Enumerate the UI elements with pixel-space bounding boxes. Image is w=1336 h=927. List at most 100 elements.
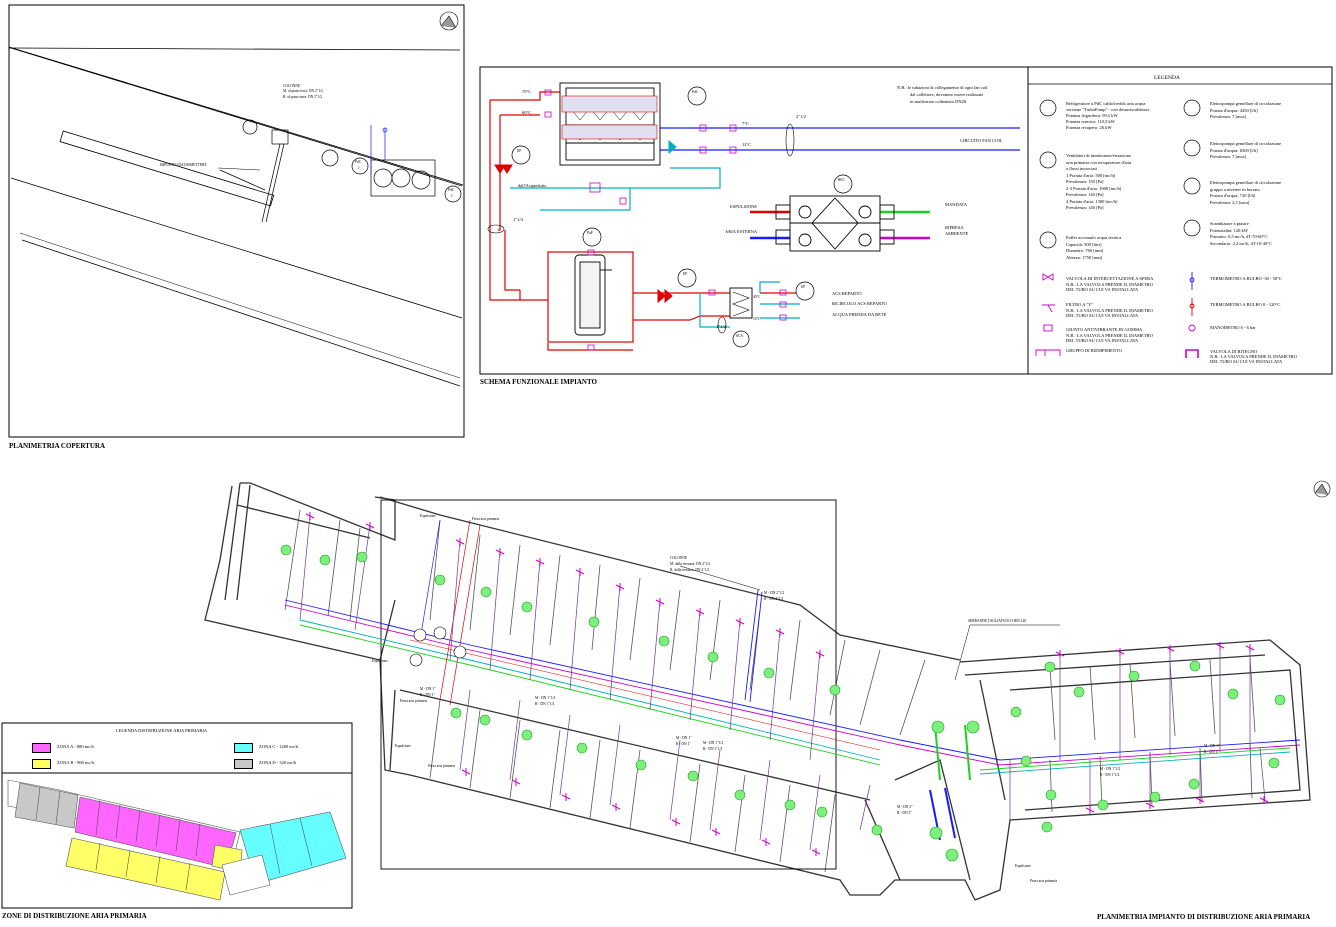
scheme-acquedotto: dall'Acquedotto [518,183,547,188]
floor-colonne-title: COLONNE [670,556,688,560]
floor-serrande: SERRANDE TAGLIAFUOCO REI 120 [968,619,1027,623]
floor-presa-aria-1: Presa aria primaria [472,517,500,521]
legend-mano-text: MANOMETRO 0 - 6 bar [1210,325,1256,330]
zones-legend-title: LEGENDA DISTRIBUZIONE ARIA PRIMARIA [116,728,208,733]
legend-fill-text: GRUPPO DI RIEMPIMENTO [1066,348,1122,353]
scheme-espulsione: ESPULSIONE [730,204,758,209]
scheme-note-1: N.B.: le tubazioni di collegamento di og… [897,85,988,90]
scheme-tag-ep2: EP [683,272,688,276]
north-compass-floor [1313,480,1331,498]
legend-title: LEGENDA [1154,75,1180,81]
legend-filter-text: FILTRO A "Y"N.B.: LA VALVOLA PRENDE IL D… [1066,302,1153,318]
legend-symbols [1028,83,1332,249]
zone-b-label: ZONA B - 960 mc/h [57,760,94,765]
floor-espulsione-2: Espulsione [372,659,388,663]
floor-m-dn5: M - DN 3" [897,805,913,809]
floor-m-dn-a: M - DN 1" [676,736,692,740]
floor-r-dn5: R - DN 3" [897,811,912,815]
zone-b-swatch [32,759,51,769]
roof-impianto-label: IMPIANTO DA DISMETTERE [160,163,207,167]
roof-colonne-title: COLONNE [283,84,301,88]
heat-exchanger [729,287,753,319]
scheme-tags [511,86,853,348]
floor-presa-aria-2: Presa aria primaria [400,699,428,703]
roof-plan-frame [8,4,465,438]
floor-r-dn4b: R - DN 1"1/2 [1100,773,1120,777]
floor-espulsione-1: Espulsione [420,514,436,518]
scheme-t10: 10°C [753,317,761,321]
legend-line-symbols [1035,272,1199,358]
floor-presa-aria-4: Presa aria primaria [1030,879,1058,883]
scheme-ripresa-1: RIPRESA [945,225,964,230]
zones-mini-plan [7,779,347,901]
floor-rd: R - DN 2"1/2 [764,597,784,601]
roof-pdc-tag: PdC [355,160,362,164]
floor-plan-detail-frame [380,499,837,870]
scheme-acqua-fredda: ACQUA FREDDA DA RETE [832,312,887,317]
legend-pdc-text: Refrigeratore a PdC caldo/freddo aria ac… [1066,101,1150,130]
zones-frame [1,722,353,909]
zone-a-swatch [32,743,51,753]
roof-pdc-num: 1 [358,166,360,170]
floor-r-dn-a: R - DN 1" [676,742,691,746]
floor-rec-tags [409,626,467,667]
floor-r-dn1: R - DN 1" [420,693,435,697]
leader-lines [217,167,1060,681]
fancoil-units [280,544,1286,862]
roof-colonne-m: M. al piano terra: DN 2"1/2 [283,89,323,93]
scheme-tag-puf: PuF [587,231,593,235]
scheme-dn212: 2"1/2 [796,114,806,119]
scheme-ricircolo: RICIRCOLO ACS REPARTO [832,301,887,306]
recuperator-unit [750,195,930,252]
floor-espulsione-4: Espulsione [1015,864,1031,868]
floor-colonne-r: R. dalla terrazza: DN 2"1/2 [670,568,710,572]
air-ducts [284,519,1301,841]
pipe-sleeves [487,123,795,334]
scheme-circuito: CIRCUITO FAN COIL [960,138,1003,143]
floor-m-dn4: M - DN 1"1/2 [703,741,724,745]
floor-m-dn1: M - DN 1" [420,687,436,691]
zone-a-label: ZONA A - 880 mc/h [57,744,94,749]
floor-plan-title: PLANIMETRIA IMPIANTO DI DISTRIBUZIONE AR… [1097,913,1311,921]
roof-pdc2-num: 1 [451,194,453,198]
legend-term1-text: TERMOMETRO A BULBO -30 - 50°C [1210,276,1282,281]
scheme-ripresa-2: AMBIENTE [945,231,969,236]
zone-c-label: ZONA C - 1280 mc/h [259,744,299,749]
north-compass-roof [439,11,459,31]
puffer-tank [574,254,612,336]
floor-m-dn4b: M - DN 1"1/2 [1100,767,1121,771]
zone-d-swatch [234,759,253,769]
roof-colonne-r: R. al piano terra: DN 2"1/2 [283,95,322,99]
scheme-dn114: 1"1/4 [513,217,523,222]
floor-plan-walls [204,482,1311,901]
roof-equipment [219,119,462,223]
scheme-t70: 70°C [522,89,532,94]
scheme-acs-reparto: ACS REPARTO [832,291,862,296]
scheme-tag-ep: EP [517,149,522,153]
floor-r-dn4: R - DN 1"1/2 [703,747,723,751]
fancoil-branches [299,514,1266,851]
scheme-pumps [494,139,677,304]
zone-d-label: ZONA D - 320 mc/h [259,760,297,765]
scheme-title: SCHEMA FUNZIONALE IMPIANTO [480,378,597,386]
scheme-note-3: in multistrato coibentato DN26 [910,99,967,104]
scheme-mandata: MANDATA [945,202,968,207]
zones-title: ZONE DI DISTRIBUZIONE ARIA PRIMARIA [2,912,147,920]
floor-m-dn-b: M - DN 1" [1204,744,1220,748]
floor-m-dn2: M - DN 1"1/4 [535,696,556,700]
roof-pdc2-tag: PdC [448,188,455,192]
scheme-frame [479,66,1333,375]
scheme-t40: 40°C [753,295,761,299]
scheme-dn112: 1"1/2 [716,324,726,329]
scheme-t60: 60°C [522,110,532,115]
roof-plan-title: PLANIMETRIA COPERTURA [9,442,106,450]
zone-c-swatch [234,743,253,753]
